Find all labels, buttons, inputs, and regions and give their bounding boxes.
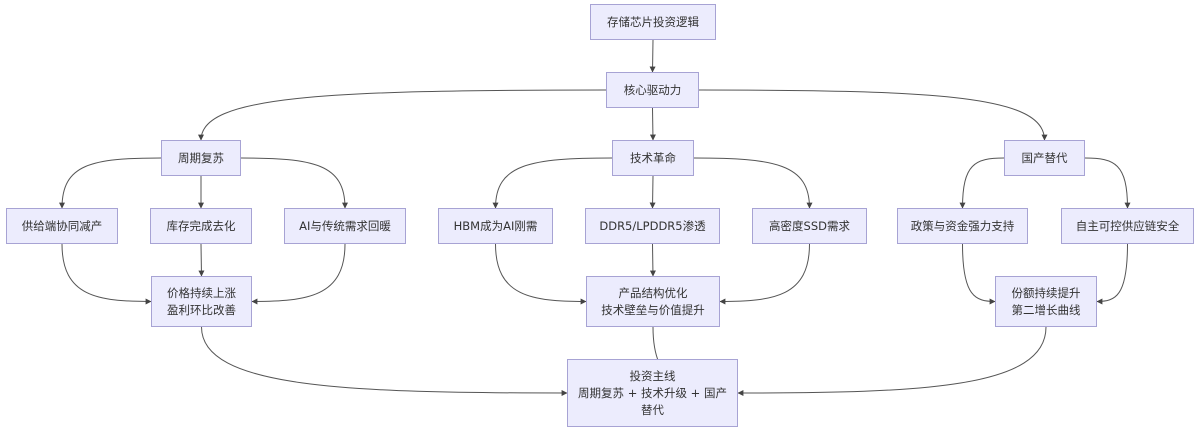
edge-tech-to-hbm (492, 157, 613, 209)
edge-supplychain-to-share (1096, 243, 1128, 305)
node-price: 价格持续上涨 盈利环比改善 (151, 276, 252, 327)
node-core-drivers: 核心驱动力 (606, 72, 699, 108)
edge-ssd-to-product (719, 243, 810, 305)
node-hbm: HBM成为AI刚需 (438, 208, 553, 244)
node-cycle-recovery: 周期复苏 (161, 140, 241, 176)
node-product: 产品结构优化 技术壁垒与价值提升 (586, 276, 720, 327)
edge-demand-to-price (251, 243, 346, 305)
node-root: 存储芯片投资逻辑 (590, 4, 716, 40)
edge-core-to-tech (649, 107, 656, 141)
edge-tech-to-ddr5 (649, 175, 656, 209)
edge-core-to-cycle (198, 89, 607, 141)
edge-hbm-to-product (495, 243, 587, 305)
edge-domestic-to-policy (959, 157, 1005, 209)
edge-cycle-to-demand (240, 157, 348, 209)
node-inventory: 库存完成去化 (150, 208, 252, 244)
node-supply-chain: 自主可控供应链安全 (1061, 208, 1194, 244)
node-supply-cut: 供给端协同减产 (6, 208, 118, 244)
node-tech-revolution: 技术革命 (612, 140, 694, 176)
edge-core-to-domestic (698, 89, 1048, 141)
edge-share-to-main (737, 326, 1047, 396)
edge-price-to-main (201, 326, 568, 396)
node-policy: 政策与资金强力支持 (897, 208, 1028, 244)
edge-tech-to-ssd (693, 157, 813, 209)
node-ddr5: DDR5/LPDDR5渗透 (585, 208, 720, 244)
node-domestic-substitution: 国产替代 (1004, 140, 1085, 176)
edge-cycle-to-supply (59, 157, 162, 209)
node-ssd: 高密度SSD需求 (752, 208, 867, 244)
node-share: 份额持续提升 第二增长曲线 (995, 276, 1097, 327)
edge-root-to-core (649, 39, 656, 73)
edge-supply-to-price (61, 243, 152, 305)
node-investment-mainline: 投资主线 周期复苏 + 技术升级 + 国产 替代 (567, 359, 738, 427)
edge-domestic-to-supplychain (1084, 157, 1131, 209)
edge-ddr5-to-product (649, 243, 656, 277)
edge-inventory-to-price (198, 243, 205, 277)
node-demand-recovery: AI与传统需求回暖 (284, 208, 406, 244)
edge-policy-to-share (962, 243, 996, 305)
